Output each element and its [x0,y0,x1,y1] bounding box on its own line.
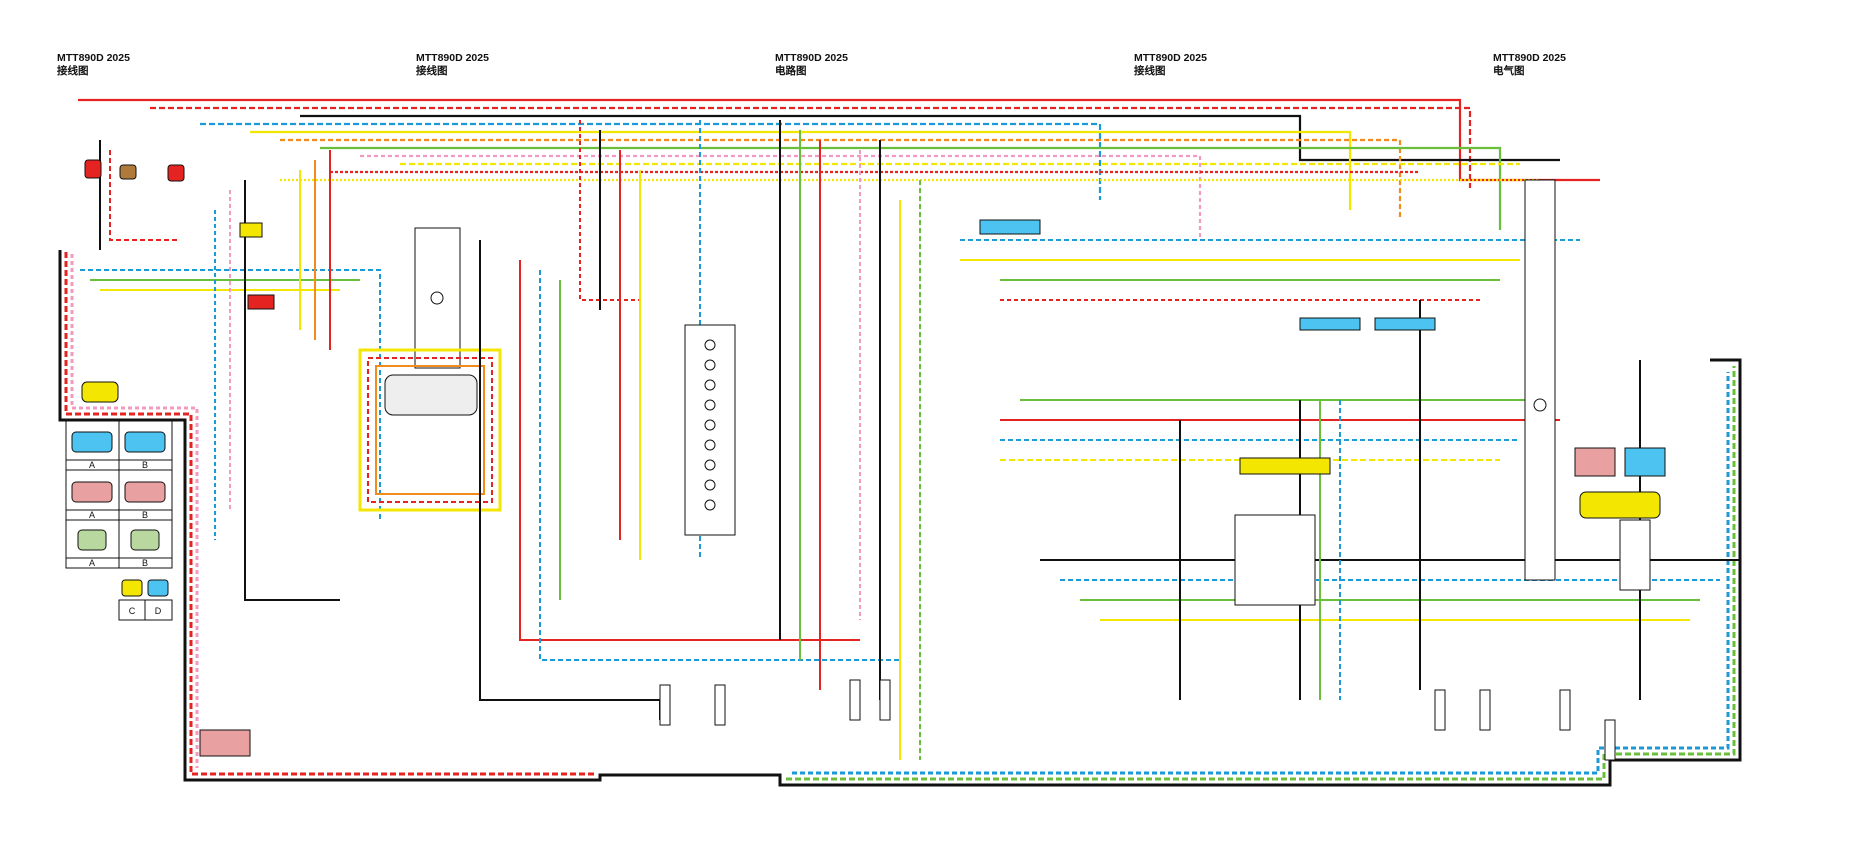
model-label: MTT890D 2025 [1493,52,1566,64]
sheet-header-5: MTT890D 2025 电气图 [1493,52,1566,78]
sheet-header-4: MTT890D 2025 接线图 [1134,52,1207,78]
diagram-type-label: 电路图 [775,65,807,77]
legend-letter-a3: A [89,558,95,568]
harness-frame [58,250,1742,787]
diagram-type-label: 电气图 [1493,65,1525,77]
legend-letter-a1: A [89,460,95,470]
fuse-box [684,324,736,536]
legend-connectors [71,431,169,597]
bottom-connectors [659,679,1616,761]
model-label: MTT890D 2025 [1134,52,1207,64]
model-label: MTT890D 2025 [416,52,489,64]
sheet-header-2: MTT890D 2025 接线图 [416,52,489,78]
component-symbols [81,159,1666,757]
model-label: MTT890D 2025 [775,52,848,64]
ecu-right [1234,179,1651,606]
diagram-type-label: 接线图 [1134,65,1166,77]
right-wire-bundle [960,239,1740,700]
sheet-header-1: MTT890D 2025 接线图 [57,52,130,78]
top-wire-bundle [78,98,1600,240]
legend-letter-b1: B [142,460,148,470]
model-label: MTT890D 2025 [57,52,130,64]
left-wire-bundle [80,140,381,601]
diagram-type-label: 接线图 [57,65,89,77]
legend-letter-c: C [129,606,136,616]
sheet-header-3: MTT890D 2025 电路图 [775,52,848,78]
ecu-left [358,227,502,512]
legend-letter-d: D [155,606,162,616]
connector-legend-grid [65,419,173,621]
legend-letter-a2: A [89,510,95,520]
legend-letter-b3: B [142,558,148,568]
legend-letter-b2: B [142,510,148,520]
diagram-type-label: 接线图 [416,65,448,77]
center-wire-bundle [479,120,921,760]
